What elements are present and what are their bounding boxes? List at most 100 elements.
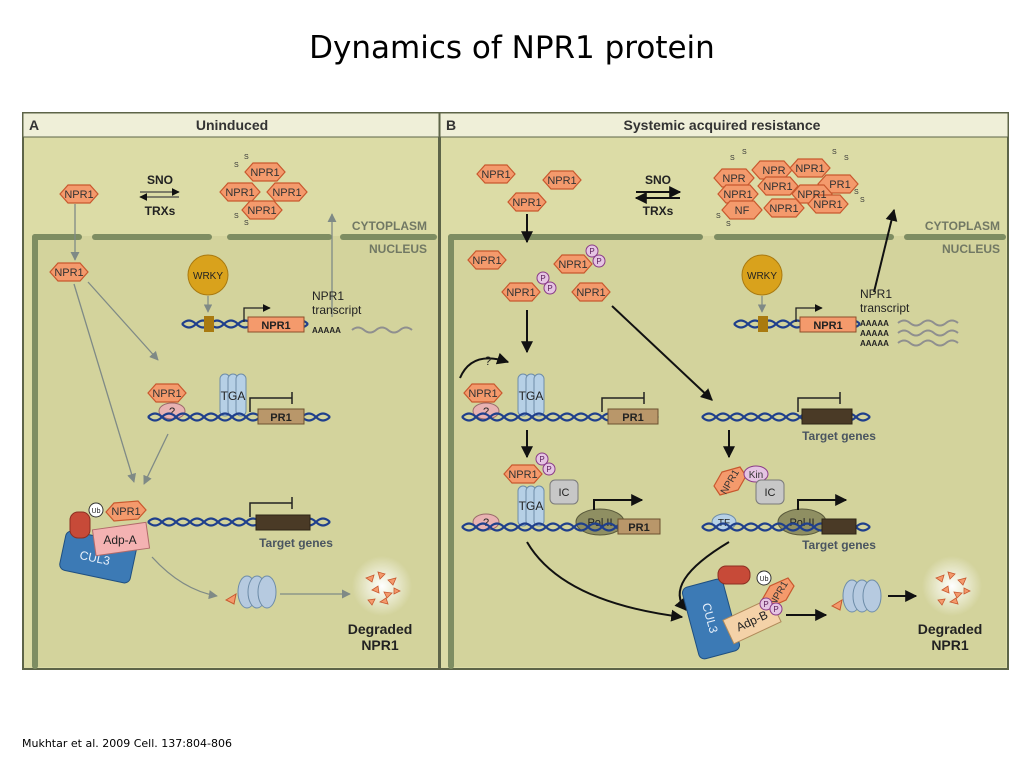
pr1-gene-label-b1: PR1 [622,412,643,424]
pr1-gene-label-a: PR1 [270,412,291,424]
phospho-groups-pool-b: P P P P [536,244,606,295]
phospho-label: P [763,600,768,609]
npr1-monomers-cytoplasm-b: NPR1 NPR1 NPR1 [476,164,582,212]
npr1-fragment-entering-b [830,598,843,611]
npr1-label: NPR1 [508,469,537,481]
panel-b-letter: B [446,117,456,133]
question-mark-b1: ? [485,354,492,368]
panel-a-letter: A [29,117,39,133]
npr1-on-pr1-b [463,383,503,403]
transcript-label-2-b: transcript [860,301,910,315]
polya-a: AAAAA [312,326,341,335]
npr1-label: NPR1 [795,163,824,175]
promoter-arrow-b [795,304,823,322]
adp-a-box [91,521,151,557]
rbx-a [69,511,91,539]
active-promoter-b1 [593,494,644,510]
npr1-label: NPR1 [247,205,276,217]
nucleus-label-a: NUCLEUS [369,242,427,256]
pr1-gene-box-b1 [607,408,659,425]
disulfide-s: S [234,213,239,220]
sno-label-b: SNO [645,173,671,187]
degraded-fragments-a [365,571,401,606]
npr1-dynamics-figure: A Uninduced CYTOPLASM NUCLEUS NPR1 SNO T… [22,112,1009,670]
npr1-label: NPR1 [152,388,181,400]
polya-b: AAAAA [860,319,889,328]
ic-label-b1: IC [559,487,570,499]
nf-partial: NF [735,205,750,217]
npr1-fragment-entering-a [224,592,237,605]
pr1-gene-box-a [257,408,305,425]
target-gene-box-a [255,514,311,531]
npr-partial: NPR [762,165,785,177]
proteasome-b [842,579,882,613]
npr1-label: NPR1 [769,203,798,215]
repressed-promoter-a [249,392,293,412]
repressed-promoter-target-a [249,497,293,517]
question-arrow-b [459,352,510,379]
phospho-label: P [596,257,601,266]
target-gene-box-b1 [801,408,853,425]
panel-a: A Uninduced CYTOPLASM NUCLEUS NPR1 SNO T… [22,112,440,670]
npr1-label: NPR1 [506,287,535,299]
npr1-label: NPR1 [547,175,576,187]
repressed-promoter-target-b [797,392,841,412]
target-genes-label-a: Target genes [259,536,333,550]
arrow-pr1-to-cul3-a [143,433,169,485]
degraded-label-1-b: Degraded [918,621,983,637]
npr1-monomer-cytoplasm-a [59,184,99,204]
degraded-label-2-a: NPR1 [361,637,399,653]
disulfide-s: S [742,149,747,156]
tga-label-b1: TGA [519,389,544,403]
npr1-label: NPR1 [813,199,842,211]
ub-label-a: Ub [92,508,101,515]
npr1-on-cul3-a [105,500,147,522]
arrow-npr1-to-pr1-a [87,281,159,361]
disulfide-s: S [716,213,721,220]
phospho-label: P [589,247,594,256]
phospho-label: P [773,605,778,614]
wrky-binding-box-a [204,316,214,332]
disulfide-s: S [860,197,865,204]
sno-label-a: SNO [147,173,173,187]
adp-a-label: Adp-A [103,533,136,547]
npr1-label: NPR1 [512,197,541,209]
phospho-label: P [539,455,544,464]
citation: Mukhtar et al. 2009 Cell. 137:804-806 [22,737,232,750]
npr1-label: NPR1 [250,167,279,179]
npr1-gene-box-a [247,316,305,333]
pr1-gene-box-b2 [617,518,661,535]
npr1-gene-box-b [799,316,857,333]
target-gene-box-b2 [821,518,857,535]
mrna-wave-a [351,326,413,334]
degradation-glow-b [922,556,982,616]
target-genes-label-b1: Target genes [802,429,876,443]
phospho-group [542,462,556,476]
npr1-label: NPR1 [272,187,301,199]
kin-label-b: Kin [749,470,763,481]
tga-label-b2: TGA [519,499,544,513]
arrow-pool-to-target-b [611,305,713,401]
npr1-label: NPR1 [468,388,497,400]
polya-b: AAAAA [860,329,889,338]
disulfide-s: S [854,189,859,196]
ubiquitin-b [756,570,772,586]
wrky-factor-a [187,254,229,296]
cytoplasm-label-b: CYTOPLASM [925,219,1000,233]
npr1-label: NPR1 [481,169,510,181]
ub-label-b: Ub [760,576,769,583]
npr1-label: NPR1 [723,189,752,201]
slide-title: Dynamics of NPR1 protein [309,30,715,66]
npr-partial: NPR [722,173,745,185]
phospho-group [769,602,783,616]
degraded-fragments-b [935,571,971,606]
transcript-label-2-a: transcript [312,303,362,317]
wrky-binding-box-b [758,316,768,332]
disulfide-s: S [726,221,731,228]
npr1-on-pr1-a [147,383,187,403]
cul3-complex-a: CUL3 Adp-A NPR1 Ub [59,500,151,584]
polya-b: AAAAA [860,339,889,348]
npr1-active-pr1-b [503,464,543,484]
pr1-gene-label-b2: PR1 [628,522,649,534]
ic-complex-b2 [755,479,785,505]
